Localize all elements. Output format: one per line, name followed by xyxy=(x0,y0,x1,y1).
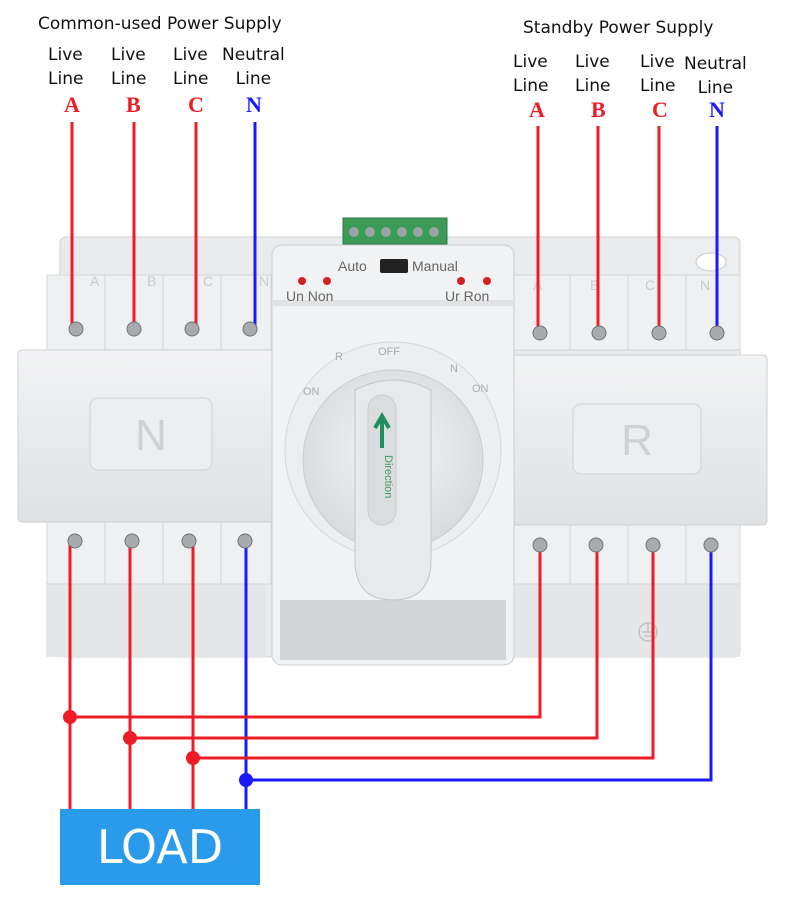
common-phase-c: C xyxy=(188,92,204,117)
standby-phase-n: N xyxy=(709,97,725,122)
line-type: Neutral Line xyxy=(222,45,285,89)
terminal-screws xyxy=(67,321,725,553)
standby-supply-title: Standby Power Supply xyxy=(523,18,714,38)
mode-panel: Auto Manual Un Non Ur Ron xyxy=(286,258,491,304)
dial-n: N xyxy=(450,363,458,375)
dial-r: R xyxy=(335,351,343,363)
common-phase-a: A xyxy=(64,92,80,117)
junction-dots xyxy=(63,710,253,787)
knob-label: Direction xyxy=(382,455,394,498)
common-line-n-label: Neutral Line xyxy=(222,43,285,91)
bottom-terminals-left xyxy=(46,517,272,585)
led-indicator xyxy=(298,277,306,285)
right-block-label: R xyxy=(621,416,653,465)
left-switch-block: N xyxy=(17,349,274,523)
led-indicator xyxy=(323,277,331,285)
direction-arrow-icon xyxy=(373,412,391,448)
mode-auto-label: Auto xyxy=(338,258,367,274)
load-label: LOAD xyxy=(96,820,224,874)
green-control-connector xyxy=(342,217,448,245)
standby-line-b-label: Live Line xyxy=(575,50,610,98)
line-type: Live Line xyxy=(48,45,84,89)
indicator-left-label: Un Non xyxy=(286,288,333,304)
standby-supply-wires xyxy=(536,126,719,332)
dial-left-on: ON xyxy=(303,386,320,398)
top-terminals-left xyxy=(46,274,272,351)
dial-off: OFF xyxy=(378,346,400,358)
common-phase-b: B xyxy=(126,92,141,117)
line-type: Neutral Line xyxy=(684,54,747,98)
standby-phase-b: B xyxy=(591,97,606,122)
dial-right-on: ON xyxy=(472,383,489,395)
left-block-label: N xyxy=(135,411,167,460)
load-wires xyxy=(68,545,713,810)
line-type: Live Line xyxy=(513,52,549,96)
common-line-c-label: Live Line xyxy=(173,43,208,91)
rotary-handle[interactable]: Direction xyxy=(354,379,432,601)
right-switch-block: R xyxy=(511,354,768,526)
common-phase-n: N xyxy=(246,92,262,117)
line-type: Live Line xyxy=(173,45,209,89)
bottom-terminals-right xyxy=(511,517,741,585)
terminal-letter: N xyxy=(700,277,710,293)
standby-line-a-label: Live Line xyxy=(513,50,548,98)
standby-phase-a: A xyxy=(529,97,545,122)
terminal-letter: B xyxy=(590,277,599,293)
load-box: LOAD xyxy=(60,809,260,885)
standby-line-n-label: Neutral Line xyxy=(684,52,747,100)
line-type: Live Line xyxy=(575,52,611,96)
terminal-letter: N xyxy=(259,273,269,289)
terminal-letter: C xyxy=(645,277,655,293)
common-line-a-label: Live Line xyxy=(48,43,83,91)
mode-toggle-switch[interactable] xyxy=(380,259,408,273)
standby-phase-c: C xyxy=(652,97,668,122)
common-supply-wires xyxy=(70,122,257,328)
terminal-letter: A xyxy=(90,273,100,289)
mode-manual-label: Manual xyxy=(412,258,458,274)
terminal-letter: B xyxy=(147,273,156,289)
standby-line-c-label: Live Line xyxy=(640,50,675,98)
terminal-letter: C xyxy=(203,273,213,289)
common-supply-title: Common-used Power Supply xyxy=(38,14,282,34)
line-type: Live Line xyxy=(111,45,147,89)
led-indicator xyxy=(483,277,491,285)
common-line-b-label: Live Line xyxy=(111,43,146,91)
led-indicator xyxy=(457,277,465,285)
indicator-right-label: Ur Ron xyxy=(445,288,489,304)
line-type: Live Line xyxy=(640,52,676,96)
